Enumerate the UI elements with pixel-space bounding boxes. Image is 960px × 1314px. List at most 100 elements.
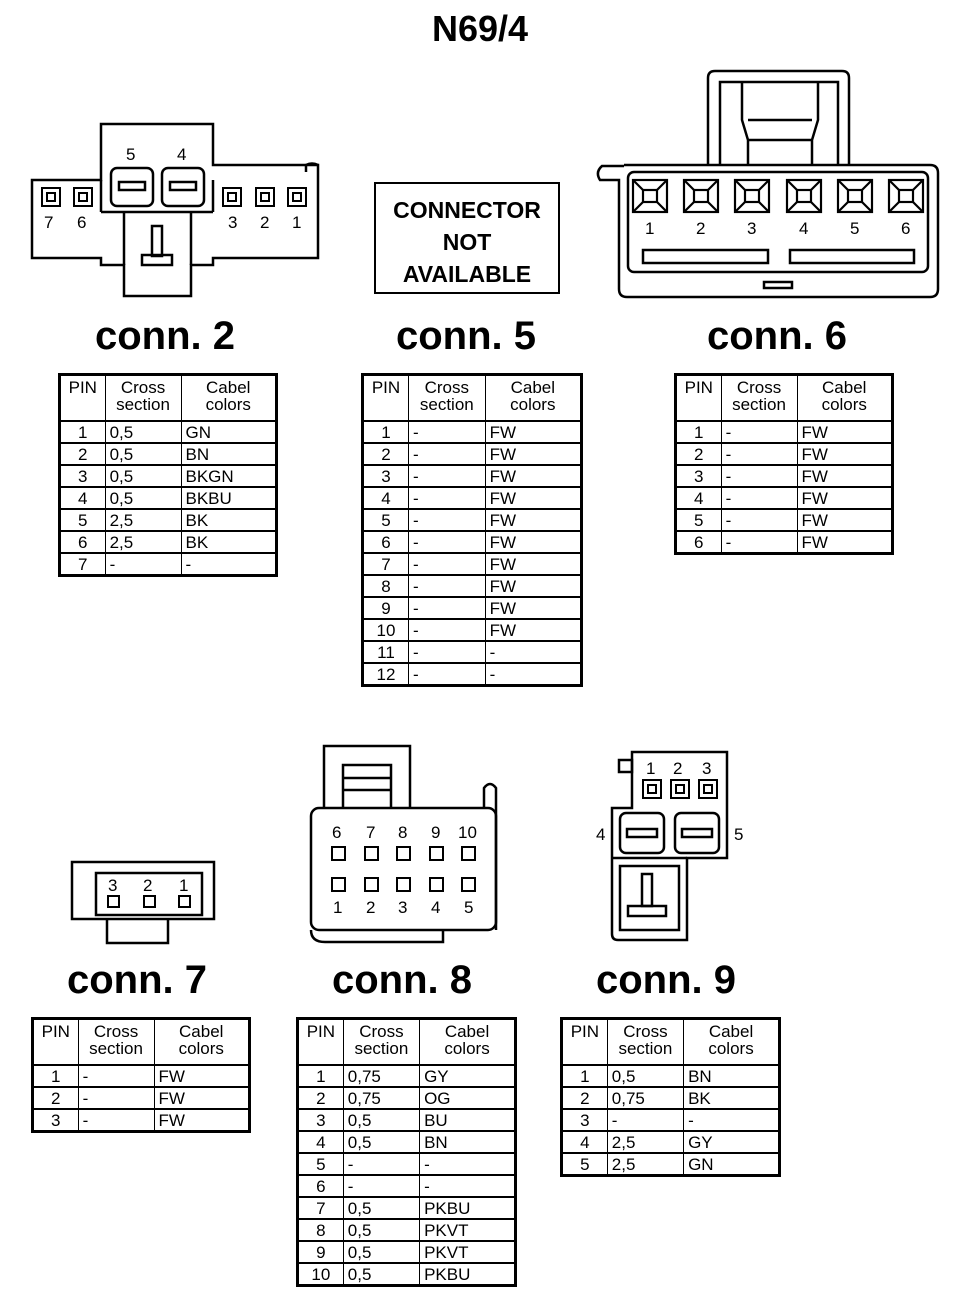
cross-section-cell: 0,5 [342, 1240, 421, 1263]
table-row: 3-FW [32, 1108, 250, 1132]
cabel-color-cell: FW [796, 486, 893, 509]
header-line: section [732, 395, 786, 414]
table-row: 10-FW [362, 618, 583, 641]
pin-cell: 7 [362, 552, 409, 575]
pin-cell: 3 [32, 1108, 79, 1132]
cabel-color-cell: FW [796, 508, 893, 531]
table-row: 9-FW [362, 596, 583, 619]
table-row: 8-FW [362, 574, 583, 597]
pin-cell: 5 [297, 1152, 344, 1175]
cabel-color-cell: FW [796, 442, 893, 465]
conn2-diagram: 5 4 7 6 3 2 1 [0, 0, 330, 300]
cross-section-cell: 0,75 [342, 1086, 421, 1109]
cabel-color-cell: PKBU [419, 1196, 516, 1219]
cabel-color-cell: FW [153, 1086, 250, 1109]
cabel-color-cell: - [419, 1152, 516, 1175]
table-row: 3-- [561, 1108, 780, 1131]
conn6-diagram: 1 2 3 4 5 6 [0, 0, 960, 310]
cabel-color-cell: FW [484, 464, 583, 487]
conn8-pin-label: 2 [366, 898, 375, 917]
conn7-pin-label: 1 [179, 876, 188, 895]
table-row: 4-FW [362, 486, 583, 509]
cross-section-cell: 0,5 [104, 442, 182, 465]
conn6-pin-label: 4 [799, 219, 808, 238]
pin-cell: 5 [561, 1152, 608, 1176]
conn9-label: conn. 9 [595, 958, 737, 1002]
header-line: colors [510, 395, 556, 414]
connector-not-available-box: CONNECTOR NOT AVAILABLE [374, 182, 560, 294]
conn8-pin-label: 7 [366, 823, 375, 842]
pin-header: PIN [59, 374, 106, 422]
pin-cell: 2 [297, 1086, 344, 1109]
conn9-pin-label: 3 [702, 759, 711, 778]
pin-header: PIN [675, 374, 722, 422]
conn8-diagram: 6 7 8 9 10 1 2 3 4 5 [0, 0, 520, 960]
cross-section-cell: - [720, 508, 798, 531]
cabel-color-cell: BU [419, 1108, 516, 1131]
conn9-pin-label: 4 [596, 825, 605, 844]
header-line: Cross [93, 1022, 139, 1041]
cabel-color-cell: GY [683, 1130, 780, 1153]
table-row: 1-FW [675, 420, 893, 443]
cabel-color-cell: FW [484, 486, 583, 509]
cabel-color-cell: FW [484, 530, 583, 553]
cross-section-cell: 0,75 [342, 1064, 421, 1087]
table-row: 2-FW [362, 442, 583, 465]
table-row: 3-FW [362, 464, 583, 487]
table-row: 11-- [362, 640, 583, 663]
table-row: 1-FW [362, 420, 583, 443]
conn7-diagram: 3 2 1 [0, 0, 260, 960]
header-line: colors [205, 395, 251, 414]
cabel-color-cell: - [419, 1174, 516, 1197]
pin-cell: 10 [297, 1262, 344, 1286]
conn9-pin-label: 2 [673, 759, 682, 778]
conn2-pin-label: 2 [260, 213, 269, 232]
pin-cell: 10 [362, 618, 409, 641]
cabel-color-cell: OG [419, 1086, 516, 1109]
cabel-color-cell: - [180, 552, 277, 576]
conn6-pin-label: 6 [901, 219, 910, 238]
header-line: section [419, 395, 474, 414]
conn2-pin-label: 4 [177, 145, 186, 164]
cabel-color-cell: - [484, 662, 583, 686]
cabel-color-cell: PKVT [419, 1240, 516, 1263]
cross-section-cell: 0,5 [342, 1196, 421, 1219]
pin-cell: 6 [362, 530, 409, 553]
cabel-color-cell: FW [484, 442, 583, 465]
header-line: Cabel [444, 1022, 490, 1041]
table-row: 2-FW [32, 1086, 250, 1109]
header-line: section [116, 395, 170, 414]
conn8-pin-label: 3 [398, 898, 407, 917]
header-line: section [618, 1039, 673, 1058]
cabel-color-cell: FW [153, 1064, 250, 1087]
cross-section-cell: 2,5 [104, 530, 182, 553]
cross-section-cell: - [720, 486, 798, 509]
conn8-pin-label: 10 [458, 823, 477, 842]
table-row: 3-FW [675, 464, 893, 487]
cross-section-cell: 0,5 [342, 1108, 421, 1131]
header-line: Cross [359, 1022, 404, 1041]
header-line: colors [444, 1039, 490, 1058]
header-line: colors [708, 1039, 754, 1058]
conn8-label: conn. 8 [331, 958, 473, 1002]
table-row: 7-- [59, 552, 277, 576]
cross-section-cell: 0,5 [104, 486, 182, 509]
cabel-color-cell: FW [796, 530, 893, 554]
pin-cell: 1 [362, 420, 409, 443]
pin-header: PIN [362, 374, 409, 422]
